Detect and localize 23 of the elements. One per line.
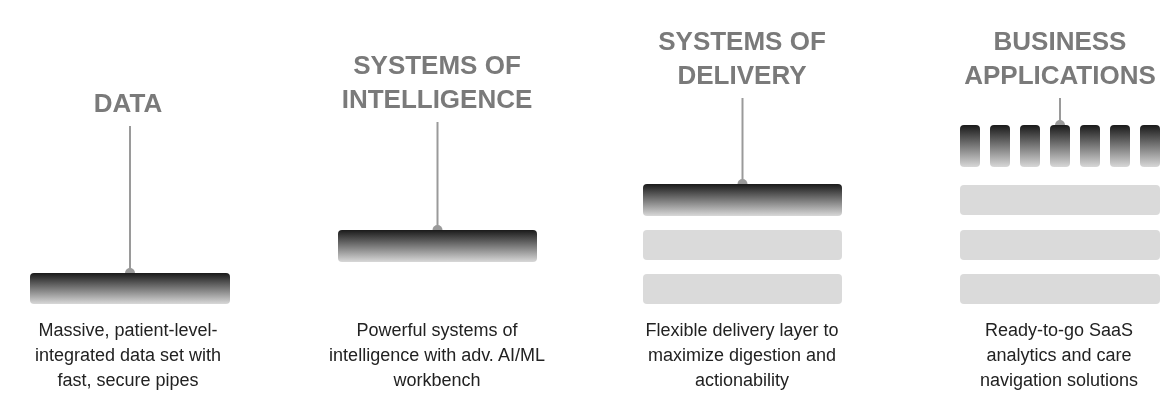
- gradient-bar: [960, 125, 980, 167]
- gradient-bar: [1140, 125, 1160, 167]
- heading-text: DATA: [28, 78, 228, 120]
- gradient-bar: [30, 273, 230, 304]
- gradient-bar: [1080, 125, 1100, 167]
- gradient-bar: [1050, 125, 1070, 167]
- description-text: Massive, patient-level-integrated data set with fast, secure pipes: [33, 319, 223, 392]
- heading-text: SYSTEMS OF DELIVERY: [612, 12, 872, 92]
- description-text: Flexible delivery layer to maximize digestion and actionability: [644, 319, 840, 392]
- description-text: Ready-to-go SaaS analytics and care navigation solutions: [978, 319, 1140, 392]
- gradient-bar: [990, 125, 1010, 167]
- gradient-bar: [1020, 125, 1040, 167]
- gradient-bar: [1110, 125, 1130, 167]
- gradient-bar: [338, 230, 537, 262]
- description-text: Powerful systems of intelligence with adv. AI/ML workbench: [329, 319, 545, 392]
- layer-bar: [960, 230, 1160, 260]
- heading-text: SYSTEMS OF INTELLIGENCE: [307, 36, 567, 116]
- heading-text: BUSINESS APPLICATIONS: [930, 12, 1167, 92]
- layer-bar: [643, 230, 842, 260]
- layer-bar: [960, 274, 1160, 304]
- layer-bar: [643, 274, 842, 304]
- layer-bar: [960, 185, 1160, 215]
- gradient-bar: [643, 184, 842, 216]
